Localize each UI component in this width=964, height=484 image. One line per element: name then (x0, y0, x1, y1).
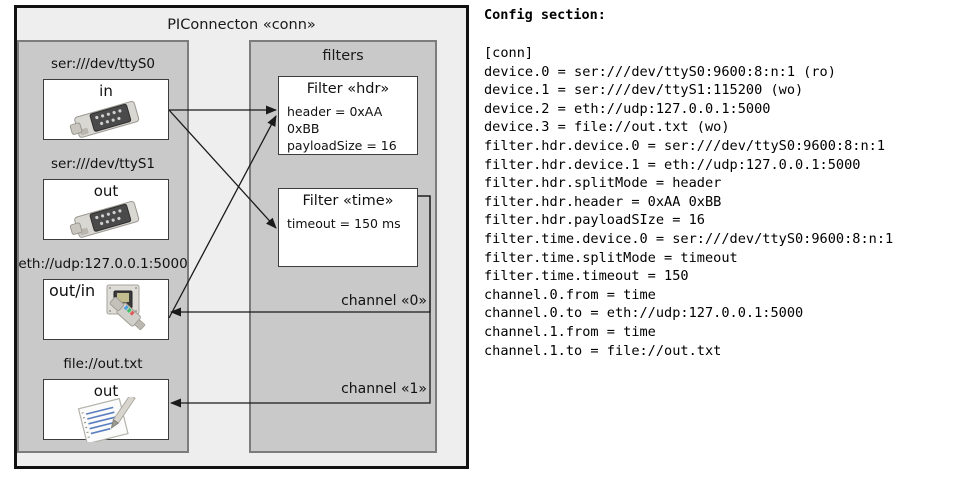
filter-box-time[interactable]: Filter «time» timeout = 150 ms (278, 188, 418, 267)
diagram-title: PIConnecton «conn» (167, 17, 316, 33)
filter-prop: payloadSize = 16 (287, 138, 397, 153)
filter-prop: timeout = 150 ms (287, 216, 401, 231)
channel-label-1: channel «1» (341, 381, 427, 397)
device-label-ser-ttys0: ser:///dev/ttyS0 (51, 56, 155, 72)
config-text: [conn] device.0 = ser:///dev/ttyS0:9600:… (484, 45, 894, 359)
device-label-eth-udp: eth://udp:127.0.0.1:5000 (18, 256, 188, 272)
device-direction-label: out/in (49, 281, 96, 300)
filter-props-hdr: header = 0xAA 0xBB payloadSize = 16 (287, 103, 417, 154)
device-direction-label: out (93, 182, 119, 200)
device-tile-ser-ttys1[interactable]: out (43, 179, 169, 240)
device-tile-ser-ttys0[interactable]: in (43, 79, 169, 140)
config-heading: Config section: (484, 7, 606, 23)
filters-panel-title: filters (322, 48, 364, 64)
filter-prop: header = 0xAA 0xBB (287, 104, 383, 136)
filter-props-time: timeout = 150 ms (287, 215, 401, 232)
filter-title-hdr: Filter «hdr» (306, 81, 390, 97)
device-direction-label: in (99, 82, 113, 100)
channel-label-0: channel «0» (341, 293, 427, 309)
device-label-ser-ttys1: ser:///dev/ttyS1 (51, 156, 155, 172)
device-label-file-out: file://out.txt (63, 356, 143, 372)
filter-title-time: Filter «time» (302, 193, 394, 209)
config-section: Config section: [conn] device.0 = ser://… (482, 0, 964, 484)
device-tile-file-out[interactable]: out (43, 379, 169, 445)
serial-port-icon (62, 100, 158, 144)
text-file-icon (72, 394, 152, 446)
device-tile-eth-udp[interactable]: out/in (43, 279, 169, 340)
serial-port-icon (62, 200, 158, 244)
device-direction-label: out (93, 382, 119, 400)
connection-diagram: PIConnecton «conn» ser:///dev/ttyS0 in (0, 0, 472, 474)
filter-box-hdr[interactable]: Filter «hdr» header = 0xAA 0xBB payloadS… (278, 76, 418, 155)
ethernet-plug-icon (106, 283, 168, 343)
